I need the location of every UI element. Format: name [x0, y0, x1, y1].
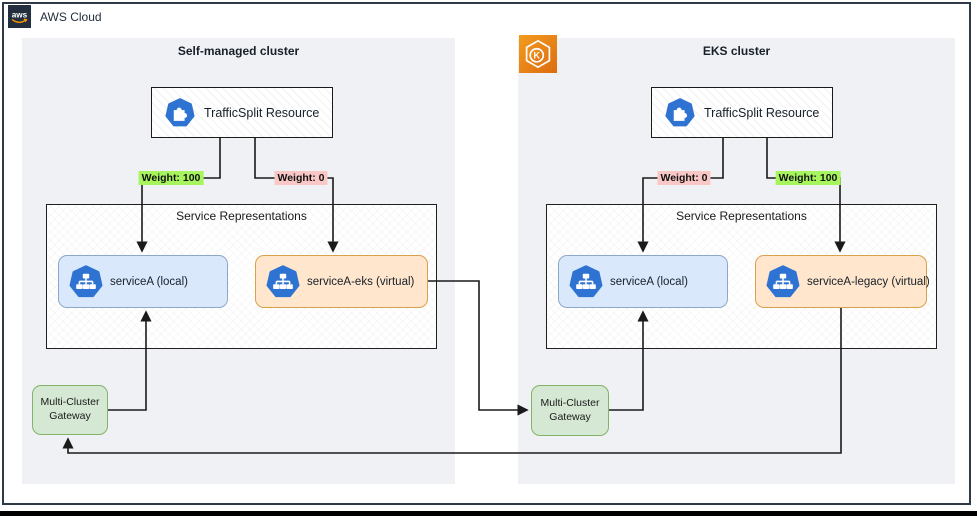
eks-icon	[519, 35, 557, 73]
multi-cluster-gateway-self-managed: Multi-Cluster Gateway	[32, 385, 108, 435]
service-representations-title: Service Representations	[176, 209, 307, 223]
eks-cluster-title: EKS cluster	[702, 44, 771, 58]
k8s-service-icon	[266, 265, 300, 299]
traffic-split-crd-icon	[165, 98, 195, 128]
service-label: serviceA-eks (virtual)	[307, 275, 415, 288]
k8s-service-icon	[69, 265, 103, 299]
serviceA-legacy-virtual: serviceA-legacy (virtual)	[755, 255, 930, 308]
self-managed-cluster-title: Self-managed cluster	[177, 44, 300, 58]
aws-logo-icon: aws	[8, 5, 31, 28]
service-label: serviceA (local)	[610, 275, 688, 288]
k8s-service-icon	[569, 265, 603, 299]
service-label: serviceA-legacy (virtual)	[807, 275, 930, 288]
traffic-split-self-managed: TrafficSplit Resource	[151, 87, 333, 138]
traffic-split-label: TrafficSplit Resource	[204, 105, 320, 120]
svg-text:aws: aws	[12, 11, 28, 20]
multi-cluster-gateway-eks: Multi-Cluster Gateway	[531, 385, 609, 436]
gateway-label: Multi-Cluster Gateway	[40, 396, 100, 422]
serviceA-local-self-managed: serviceA (local)	[58, 255, 228, 308]
gateway-label: Multi-Cluster Gateway	[540, 396, 600, 423]
traffic-split-label: TrafficSplit Resource	[704, 105, 820, 120]
service-label: serviceA (local)	[110, 275, 188, 288]
aws-cloud-title: AWS Cloud	[40, 9, 102, 24]
aws-cloud-header: aws AWS Cloud	[8, 5, 102, 28]
weight-label-100-self-managed: Weight: 100	[138, 171, 204, 185]
weight-label-100-eks: Weight: 100	[775, 171, 841, 185]
weight-label-0-eks: Weight: 0	[657, 171, 711, 185]
bottom-border-bar	[0, 511, 977, 516]
serviceA-eks-virtual: serviceA-eks (virtual)	[255, 255, 428, 308]
traffic-split-crd-icon	[665, 98, 695, 128]
service-representations-title: Service Representations	[676, 209, 807, 223]
weight-label-0-self-managed: Weight: 0	[274, 171, 328, 185]
k8s-service-icon	[766, 265, 800, 299]
traffic-split-eks: TrafficSplit Resource	[651, 87, 833, 138]
serviceA-local-eks: serviceA (local)	[558, 255, 728, 308]
